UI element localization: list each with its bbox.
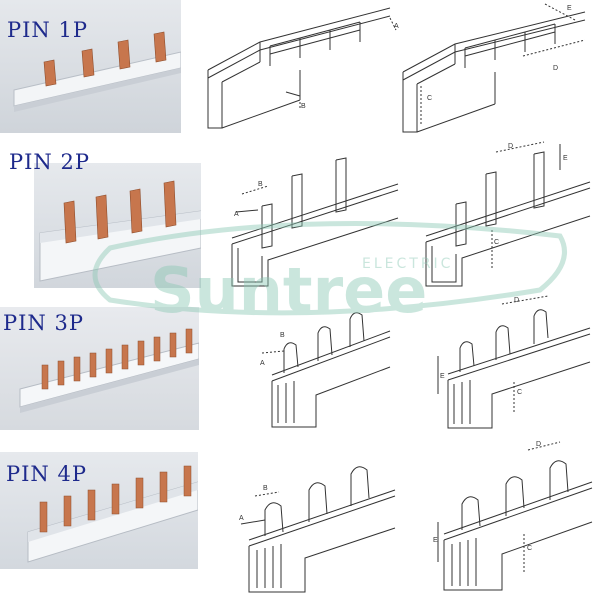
dim-d-label-4p: D (536, 441, 541, 448)
pin-1p-busbar-image (13, 31, 181, 112)
dim-a-label-3p: A (260, 360, 265, 367)
pin-4p-label: PIN 4P (6, 462, 87, 486)
dim-a-label-2p: A (234, 211, 239, 218)
pin-1p-drawing-a-b: B A (200, 0, 400, 135)
dim-c-label-3p: C (517, 389, 522, 396)
dim-b-label-4p: B (263, 485, 268, 492)
pin-3p-busbar-image (19, 328, 199, 413)
dim-b-label-3p: B (280, 332, 285, 339)
dim-b-label: B (301, 103, 306, 110)
dim-e-label-2p: E (563, 155, 568, 162)
dim-d-label-2p: D (508, 143, 513, 150)
pin-2p-photo (34, 163, 201, 288)
pin-3p-label: PIN 3P (3, 311, 84, 335)
pin-4p-photo (0, 452, 198, 569)
dim-e-label: E (567, 5, 572, 12)
pin-4p-drawing-a-b: B A (235, 448, 405, 596)
pin-4p-drawing-c-d-e: D E C (432, 432, 600, 596)
dim-c-label-2p: C (494, 239, 499, 246)
dim-d-label-3p: D (514, 297, 519, 304)
dim-b-label-2p: B (258, 181, 263, 188)
dim-c-label: C (427, 95, 432, 102)
dim-e-label-3p: E (440, 373, 445, 380)
dim-a-label-4p: A (239, 515, 244, 522)
pin-3p-drawing-c-d-e: D E C (430, 290, 600, 438)
pin-4p-busbar-image (27, 465, 198, 563)
dim-a-label: A (394, 23, 399, 30)
pin-1p-label: PIN 1P (7, 18, 88, 42)
pin-1p-drawing-c-d-e: C D E (395, 0, 600, 140)
dim-d-label: D (553, 65, 558, 72)
pin-3p-drawing-a-b: B A (250, 295, 400, 435)
pin-2p-drawing-a-b: B A (228, 148, 408, 290)
pin-3p-photo (0, 307, 199, 430)
pin-2p-busbar-image (39, 180, 201, 282)
pin-1p-photo: PIN 1P (0, 0, 181, 133)
dim-e-label-4p: E (433, 537, 438, 544)
pin-2p-label: PIN 2P (9, 150, 90, 174)
pin-2p-drawing-c-d-e: D E C (420, 140, 600, 292)
dim-c-label-4p: C (527, 545, 532, 552)
